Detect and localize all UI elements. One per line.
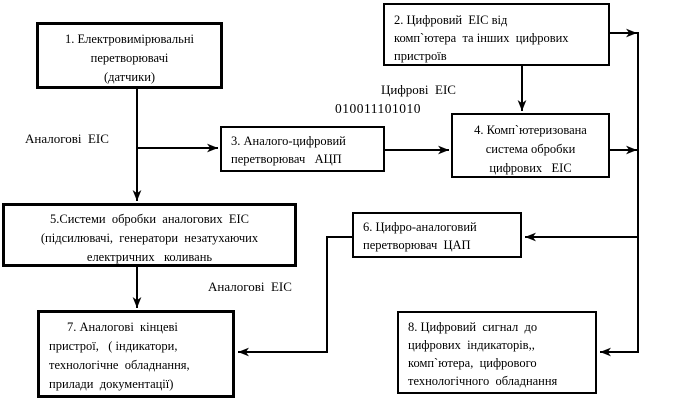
box-text-line: пристроїв — [394, 49, 447, 63]
box-text-line: 6. Цифро-аналоговий — [363, 220, 477, 234]
box-analog-eis-processing-systems: 5.Системи обробки аналогових ЕІС (підсил… — [2, 203, 297, 267]
box-text-line: перетворювачі — [90, 51, 169, 65]
box-digital-eis-from-computer: 2. Цифровий ЕІС від комп`ютера та інших … — [383, 3, 610, 66]
box-text-line: 5.Системи обробки аналогових ЕІС — [50, 212, 249, 226]
box-text-line: 1. Електровимірювальні — [64, 32, 194, 46]
box-text-line: система обробки — [485, 142, 576, 156]
connector-box6-box7 — [238, 236, 352, 357]
box-text-line: технологічне обладнання, — [49, 358, 190, 372]
box-text-line: цифрових ЕІС — [489, 161, 572, 175]
label-binary-code: 010011101010 — [335, 101, 421, 116]
box-text-line: пристрої, ( індикатори, — [49, 339, 178, 353]
box-text-line: технологічного обладнання — [408, 374, 558, 388]
box-text-line: електричних коливань — [86, 250, 213, 264]
box-analog-digital-converter: 3. Аналого-цифровий перетворювач АЦП — [220, 126, 385, 172]
box-text-line: цифрових індикаторів,, — [408, 338, 535, 352]
box-text-line: (підсилювачі, генератори незатухаючих — [40, 231, 259, 245]
box-text-line: комп`ютера та інших цифрових — [394, 31, 569, 45]
box-analog-end-devices: 7. Аналогові кінцеві пристрої, ( індикат… — [37, 310, 235, 398]
box-text-line: 4. Комп`ютеризована — [474, 123, 587, 137]
box-text-line: (датчики) — [103, 70, 156, 84]
box-computerized-digital-eis-processing: 4. Комп`ютеризована система обробки цифр… — [451, 113, 610, 178]
box-text-line: 8. Цифровий сигнал до — [408, 320, 538, 334]
label-analog-eis-mid: Аналогові ЕІС — [208, 279, 292, 294]
box-digital-signal-to-devices: 8. Цифровий сигнал до цифрових індикатор… — [397, 311, 597, 394]
box-text-line: комп`ютера, цифрового — [408, 356, 537, 370]
box-text-line: прилади документації) — [49, 377, 174, 391]
box-electro-measuring-transducers: 1. Електровимірювальні перетворювачі (да… — [36, 22, 223, 89]
label-digital-eis: Цифрові ЕІС — [381, 82, 456, 97]
box-text-line: 2. Цифровий ЕІС від — [394, 13, 508, 27]
box-text-line: перетворювач АЦП — [231, 152, 342, 166]
box-text-line: 7. Аналогові кінцеві — [67, 320, 178, 334]
label-analog-eis-left: Аналогові ЕІС — [25, 131, 109, 146]
box-digital-analog-converter: 6. Цифро-аналоговий перетворювач ЦАП — [352, 212, 522, 258]
box-text-line: перетворювач ЦАП — [363, 238, 471, 252]
box-text-line: 3. Аналого-цифровий — [231, 134, 346, 148]
